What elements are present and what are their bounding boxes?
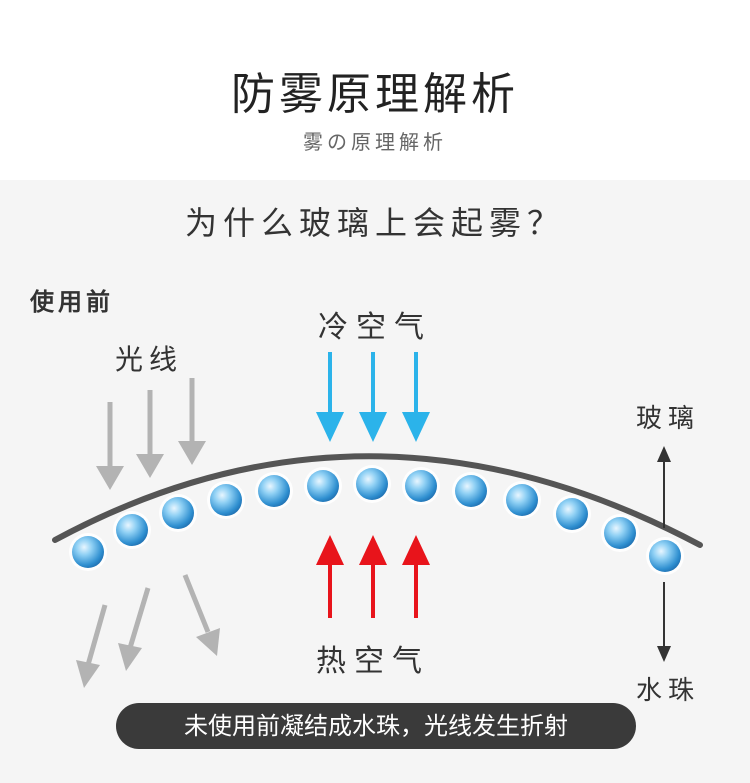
- glass-curve: [52, 453, 703, 548]
- incoming-light-arrows: [96, 378, 206, 490]
- hot-air-label: 热空气: [316, 644, 430, 679]
- water-droplet: [601, 514, 639, 552]
- water-droplets: [69, 465, 684, 575]
- water-droplet: [353, 465, 391, 503]
- light-label: 光线: [115, 343, 184, 376]
- page-subtitle: 雾の原理解析: [303, 130, 447, 154]
- before-use-label: 使用前: [30, 288, 114, 316]
- page-title: 防雾原理解析: [231, 69, 519, 120]
- hot-air-arrows: [316, 535, 430, 618]
- droplet-indicator-arrow: [657, 582, 671, 662]
- water-droplet: [207, 481, 245, 519]
- water-droplet: [503, 481, 541, 519]
- water-droplet: [553, 495, 591, 533]
- water-droplet: [113, 511, 151, 549]
- header: 防雾原理解析 雾の原理解析: [0, 0, 750, 180]
- water-droplet: [402, 467, 440, 505]
- cold-air-label: 冷空气: [318, 310, 432, 345]
- water-droplet: [304, 467, 342, 505]
- cold-air-arrows: [316, 352, 430, 442]
- water-droplet: [255, 472, 293, 510]
- water-droplet: [452, 472, 490, 510]
- glass-label: 玻璃: [636, 404, 701, 434]
- refracted-light-arrows: [76, 574, 220, 688]
- water-droplet: [69, 533, 107, 571]
- water-droplet: [159, 494, 197, 532]
- glass-indicator-arrow: [657, 446, 671, 528]
- caption-banner: 未使用前凝结成水珠，光线发生折射: [116, 703, 636, 749]
- water-droplet: [646, 537, 684, 575]
- droplet-label: 水珠: [636, 676, 701, 706]
- question-heading: 为什么玻璃上会起雾？: [184, 204, 565, 242]
